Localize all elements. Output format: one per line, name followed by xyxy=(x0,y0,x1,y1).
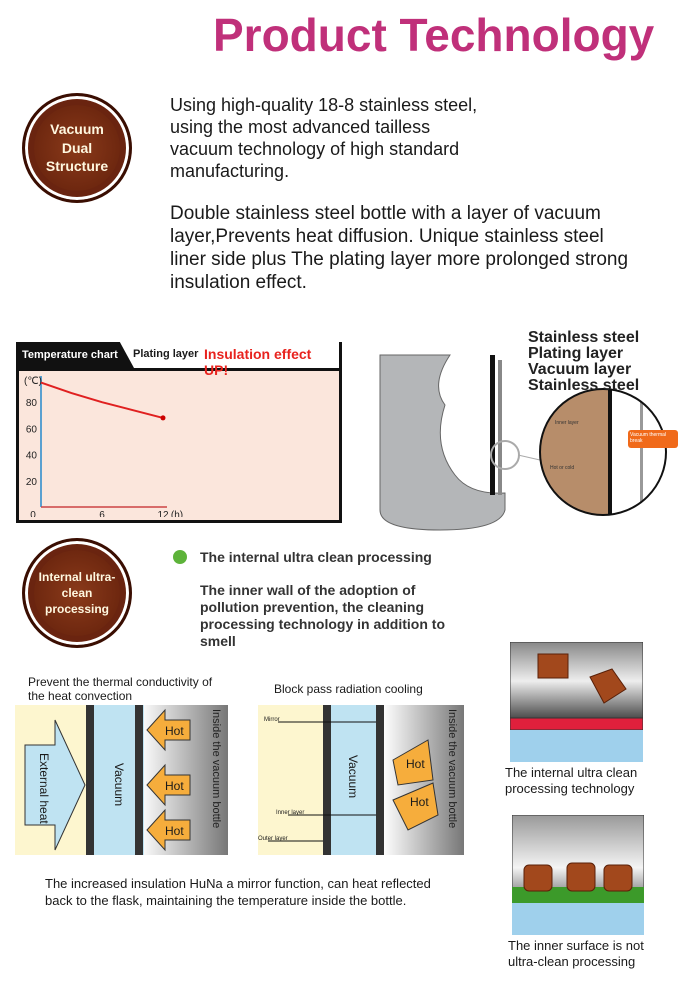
mirror-label: Mirror xyxy=(264,717,280,723)
bullet-dot-icon xyxy=(173,550,187,564)
radiation-diagram: Mirror Inner layer Outer layer Vacuum Ho… xyxy=(258,705,464,855)
zoom-inner-label: Inner layer xyxy=(555,420,579,426)
clean-caption: The internal ultra clean processing tech… xyxy=(505,765,638,796)
page-title: Product Technology xyxy=(213,9,655,61)
hot-label: Hot xyxy=(406,757,425,771)
x-tick-label: 0 xyxy=(30,510,36,517)
unclean-caption: The inner surface is not ultra-clean pro… xyxy=(508,938,644,969)
y-axis-label: (℃) xyxy=(24,376,42,387)
y-tick-label: 40 xyxy=(26,451,38,462)
layer-label: Vacuum layer xyxy=(528,361,632,378)
internal-ultra-clean-badge: Internal ultra-clean processing xyxy=(22,538,132,648)
bottle-cutaway-diagram xyxy=(379,354,678,531)
layer-labels: Stainless steel Plating layer Vacuum lay… xyxy=(494,330,639,394)
clean-paragraph: The inner wall of the adoption of pollut… xyxy=(200,582,446,649)
structure-paragraph: Double stainless steel bottle with a lay… xyxy=(170,203,629,293)
vacuum-callout: Vacuum thermal break xyxy=(630,432,667,444)
external-heat-label: External heat xyxy=(37,753,51,824)
inside-bottle-label: Inside the vacuum bottle xyxy=(210,709,222,829)
intro-paragraph: Using high-quality 18-8 stainless steel,… xyxy=(170,95,478,181)
vacuum-label: Vacuum xyxy=(346,755,360,799)
chart-plot: 20 40 60 80 0 6 12(h) (℃) xyxy=(24,376,183,517)
bottom-paragraph: The increased insulation HuNa a mirror f… xyxy=(45,876,431,908)
layer-label: Stainless steel xyxy=(528,329,640,346)
hot-label: Hot xyxy=(410,795,429,809)
y-tick-label: 20 xyxy=(26,477,38,488)
chart-annotation: Insulation effect UP! xyxy=(204,346,312,378)
series-line-plating-layer xyxy=(40,381,164,419)
temperature-chart: Temperature chart Plating layer Insulati… xyxy=(16,342,342,523)
x-axis-label: (h) xyxy=(171,510,183,517)
inner-layer-label: Inner layer xyxy=(276,810,305,816)
hot-label: Hot xyxy=(165,779,184,793)
chart-title: Temperature chart xyxy=(16,342,134,368)
x-tick-label: 12 xyxy=(157,510,169,517)
unclean-surface-illustration xyxy=(512,815,644,935)
outer-layer-label: Outer layer xyxy=(258,836,288,842)
hot-label: Hot xyxy=(165,824,184,838)
x-tick-label: 6 xyxy=(99,510,105,517)
vacuum-label: Vacuum xyxy=(112,763,126,807)
zoom-hot-label: Hot or cold xyxy=(550,465,575,471)
hot-label: Hot xyxy=(165,724,184,738)
bullet-heading: The internal ultra clean processing xyxy=(200,549,432,565)
clean-surface-illustration xyxy=(510,642,643,762)
diagram2-heading: Block pass radiation cooling xyxy=(274,682,423,696)
layer-label: Stainless steel xyxy=(528,377,640,394)
y-tick-label: 60 xyxy=(26,424,38,435)
y-tick-label: 80 xyxy=(26,398,38,409)
chart-legend: Plating layer xyxy=(133,348,199,360)
inside-bottle-label: Inside the vacuum bottle xyxy=(446,709,458,829)
badge-label: Vacuum Dual Structure xyxy=(45,120,109,175)
diagram1-heading: Prevent the thermal conductivity of the … xyxy=(28,675,213,703)
badge-label: Internal ultra-clean processing xyxy=(38,569,116,617)
vacuum-dual-structure-badge: Vacuum Dual Structure xyxy=(22,93,132,203)
layer-label: Plating layer xyxy=(528,345,624,362)
data-point xyxy=(160,415,166,421)
convection-diagram: External heat Vacuum Hot Hot Hot Inside … xyxy=(15,705,228,855)
